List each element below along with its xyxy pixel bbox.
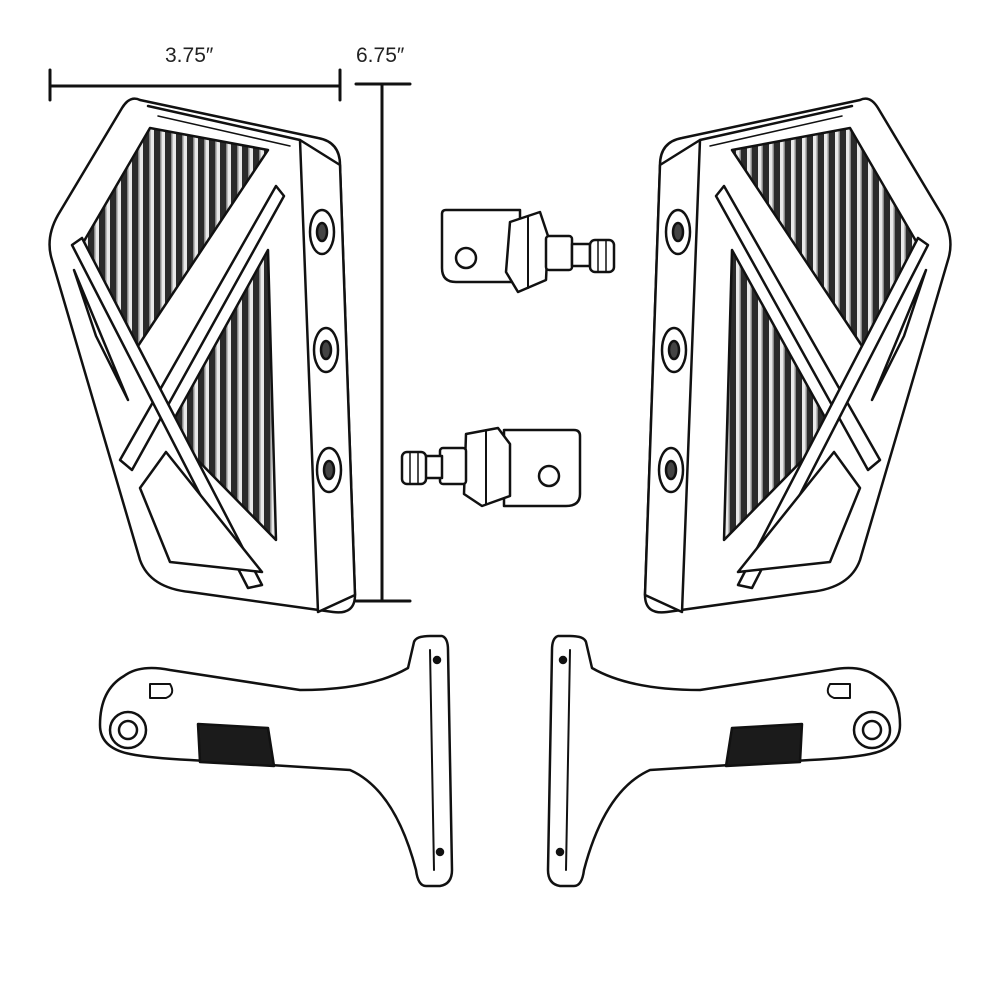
board-top-rim	[146, 104, 302, 142]
lower-mounting-pin	[400, 426, 582, 508]
board-lower-window	[138, 450, 264, 574]
board-left-window	[72, 268, 130, 402]
groove-panel-lower	[166, 248, 278, 542]
width-dimension-line	[48, 68, 342, 102]
board-top-rim-inner	[157, 115, 291, 147]
bracket-grip-pad	[196, 722, 276, 768]
height-dimension-line	[354, 82, 412, 603]
width-dimension-label: 3.75″	[165, 44, 214, 67]
left-floorboard	[48, 97, 357, 614]
upper-mounting-pin	[440, 208, 616, 294]
right-mount-bracket	[546, 634, 902, 888]
board-bolt-holes	[308, 208, 343, 494]
left-mount-bracket	[98, 634, 454, 888]
board-rib-cross	[70, 236, 264, 590]
height-dimension-label: 6.75″	[356, 44, 405, 67]
right-floorboard	[643, 97, 952, 614]
board-side-face	[298, 138, 357, 614]
